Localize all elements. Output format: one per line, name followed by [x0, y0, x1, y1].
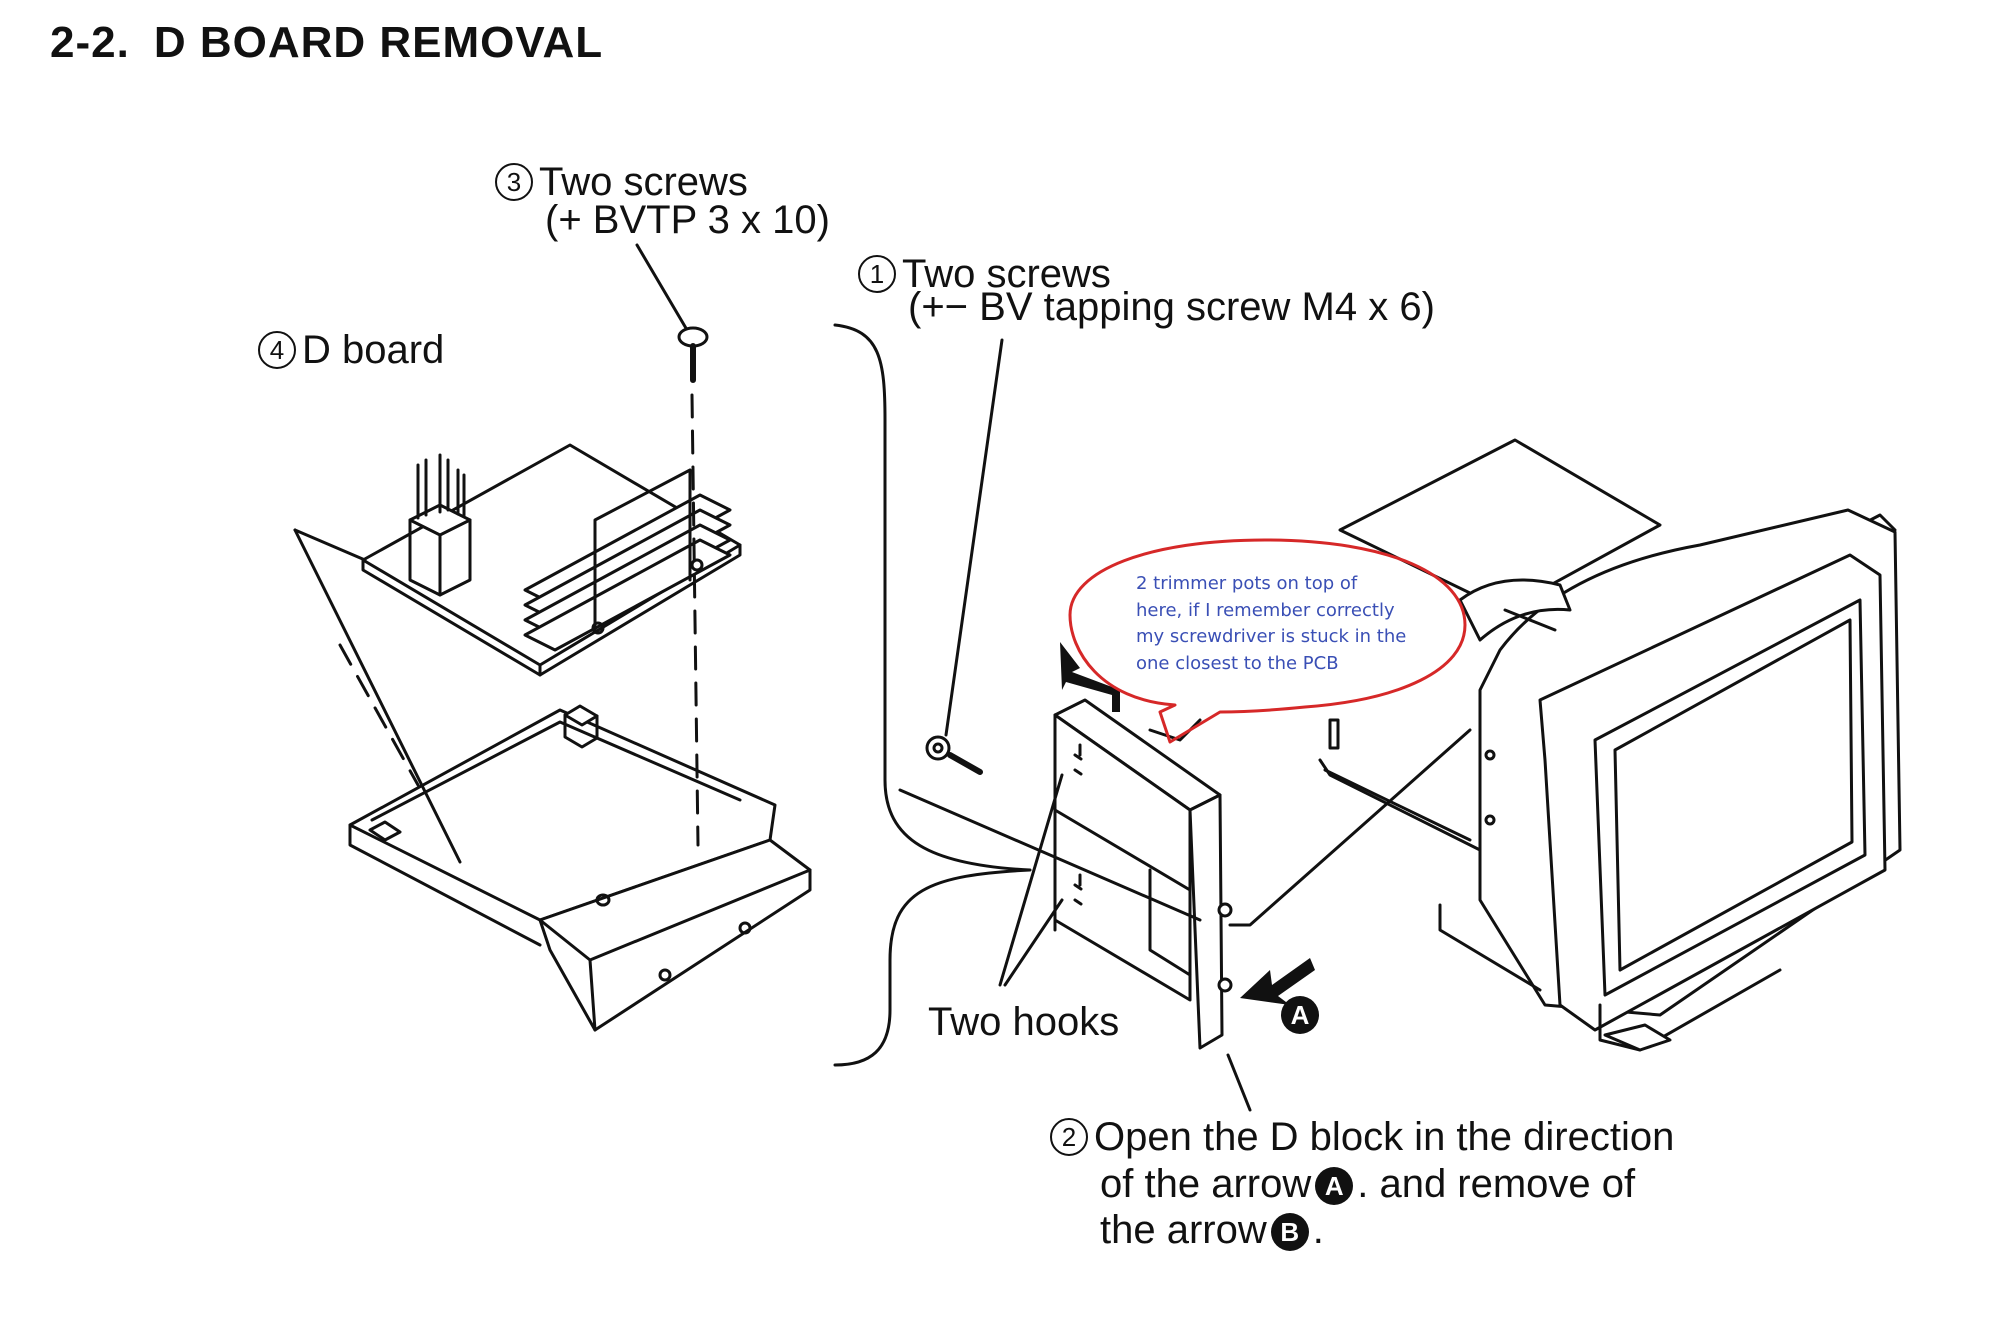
step-2-line1: Open the D block in the direction [1094, 1115, 1675, 1159]
section-heading: D BOARD REMOVAL [153, 18, 604, 67]
annotation-line: my screwdriver is stuck in the [1136, 626, 1407, 647]
two-hooks-label: Two hooks [928, 1000, 1120, 1044]
assembly-guides [338, 393, 700, 847]
section-number: 2-2. [50, 18, 130, 67]
board-outline-lines [293, 528, 462, 864]
step-3-line1: Two screws [539, 160, 748, 204]
annotation-bubble-outline [1068, 538, 1467, 744]
d-board-drawing [361, 443, 742, 677]
step-2-line2-suffix: . and remove of [1357, 1162, 1636, 1206]
hook-leaders [998, 773, 1064, 987]
step-1-spec: (+− BV tapping screw M4 x 6) [908, 285, 1435, 329]
step-3-spec: (+ BVTP 3 x 10) [545, 198, 830, 242]
d-block-drawing [898, 698, 1472, 1112]
annotation-line: here, if I remember correctly [1136, 599, 1395, 621]
step-2-badge-b: B [1270, 1213, 1309, 1251]
screw-3-drawing [635, 243, 709, 383]
page-title: 2-2. D BOARD REMOVAL [50, 18, 627, 68]
step-3-number: 3 [495, 163, 533, 201]
arrow-b-drawing [1060, 642, 1120, 712]
arrow-a-marker: A [1277, 996, 1323, 1034]
step-1-number: 1 [858, 255, 896, 293]
step-2-badge-a: A [1315, 1167, 1354, 1205]
annotation-line: one closest to the PCB [1136, 652, 1339, 674]
annotation-line: 2 trimmer pots on top of [1136, 573, 1358, 594]
arrow-a-badge: A [1281, 996, 1319, 1034]
step-2-line3-prefix: the arrow [1100, 1208, 1267, 1252]
step-4-number: 4 [258, 331, 296, 369]
chassis-tray-drawing [348, 704, 812, 1032]
crt-monitor-drawing [1148, 438, 1902, 1052]
brace-bracket [833, 323, 1032, 1067]
board-outline-lines-2 [293, 528, 367, 562]
step-2-line2-prefix: of the arrow [1100, 1162, 1312, 1206]
step-2-number: 2 [1050, 1118, 1088, 1156]
step-2-line3-suffix: . [1312, 1208, 1324, 1252]
annotation-text: 2 trimmer pots on top of here, if I reme… [1136, 571, 1406, 677]
step-1-line1: Two screws [902, 252, 1111, 296]
screw-1-drawing [925, 338, 1004, 775]
arrow-a-drawing [1240, 958, 1315, 1005]
step-4-line1: D board [302, 328, 445, 372]
